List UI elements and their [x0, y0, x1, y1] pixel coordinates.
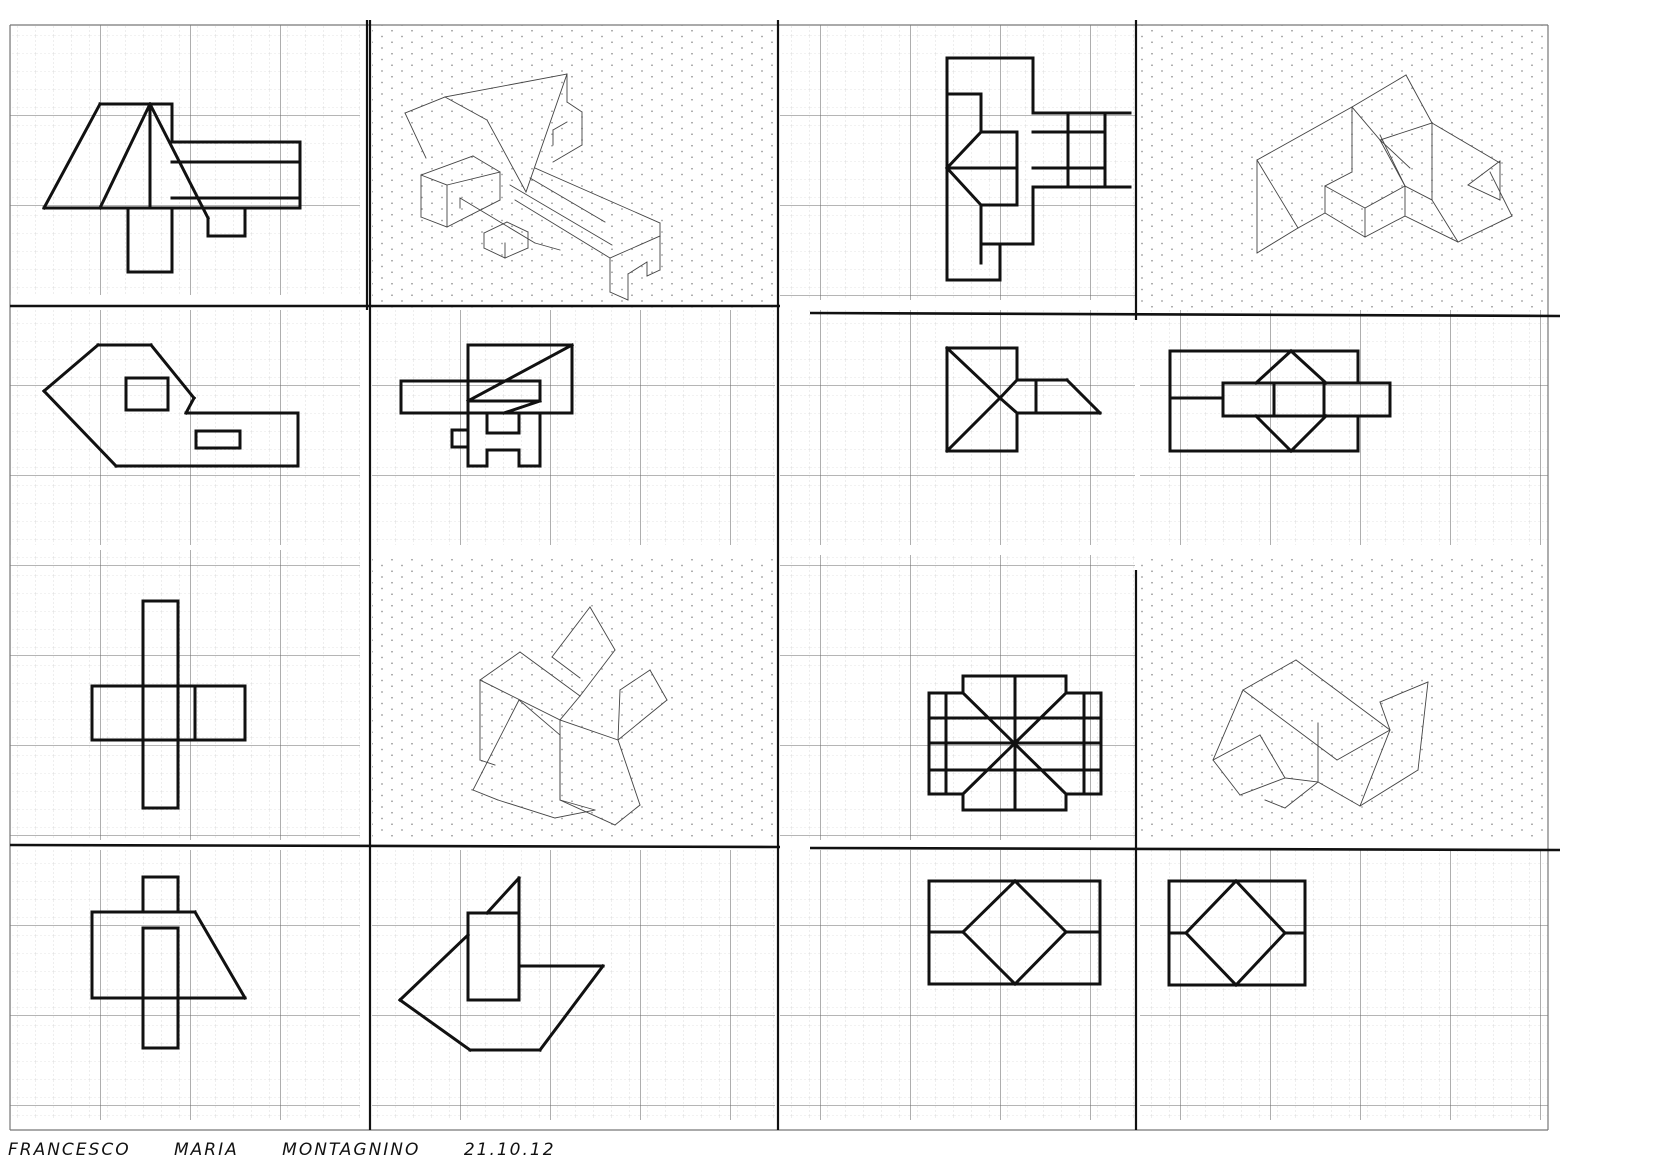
isometric-dot-grid — [372, 555, 775, 840]
plan-drawing — [927, 674, 1103, 812]
cell-plan-12 — [1140, 850, 1548, 1120]
major-grid — [1140, 310, 1548, 545]
major-grid — [372, 850, 775, 1120]
cell-axo-3 — [1140, 25, 1548, 310]
isometric-dot-grid — [1140, 25, 1548, 310]
signature-middle-name: MARIA — [174, 1140, 239, 1160]
major-grid — [780, 555, 1135, 840]
signature-last-name: MONTAGNINO — [282, 1140, 421, 1160]
plan-drawing — [944, 345, 1103, 454]
cell-plan-7 — [10, 550, 360, 840]
cell-plan-8 — [780, 555, 1135, 840]
plan-drawing — [1167, 878, 1307, 988]
axonometric-drawing — [472, 606, 668, 826]
plan-drawing — [399, 342, 575, 468]
major-grid — [780, 25, 1135, 300]
signature: FRANCESCO MARIA MONTAGNINO 21.10.12 — [8, 1140, 592, 1168]
axonometric-drawing — [404, 73, 661, 301]
cell-axo-2 — [372, 555, 775, 840]
cell-plan-10 — [372, 850, 775, 1120]
axonometric-drawing — [1212, 659, 1429, 809]
plan-drawing — [944, 56, 1132, 282]
drawings — [41, 56, 1513, 1053]
plan-drawing — [927, 878, 1102, 987]
cell-backgrounds — [10, 25, 1548, 1120]
cell-axo-1 — [372, 25, 775, 310]
isometric-dot-grid — [372, 25, 775, 310]
cell-plan-9 — [10, 850, 360, 1120]
cell-plan-1 — [10, 25, 360, 295]
plan-drawing — [90, 875, 248, 1050]
cell-plan-4 — [372, 310, 775, 545]
plan-drawing — [41, 101, 302, 274]
plan-drawing — [397, 875, 606, 1053]
isometric-dot-grid — [1140, 555, 1548, 840]
axonometric-drawing — [1256, 74, 1513, 254]
signature-date: 21.10.12 — [463, 1140, 556, 1160]
major-grid — [10, 550, 360, 840]
plan-drawing — [90, 599, 247, 810]
cell-axo-4 — [1140, 555, 1548, 840]
major-grid — [780, 310, 1135, 545]
plan-drawing — [1168, 348, 1392, 454]
cell-plan-5 — [780, 310, 1135, 545]
cell-plan-6 — [1140, 310, 1548, 545]
major-grid — [10, 310, 360, 545]
sheet-frame — [9, 20, 1561, 1131]
cell-plan-3 — [10, 310, 360, 545]
plan-drawing — [41, 342, 300, 469]
signature-first-name: FRANCESCO — [8, 1140, 131, 1160]
cell-plan-2 — [780, 25, 1135, 300]
major-grid — [10, 25, 360, 295]
major-grid — [10, 850, 360, 1120]
